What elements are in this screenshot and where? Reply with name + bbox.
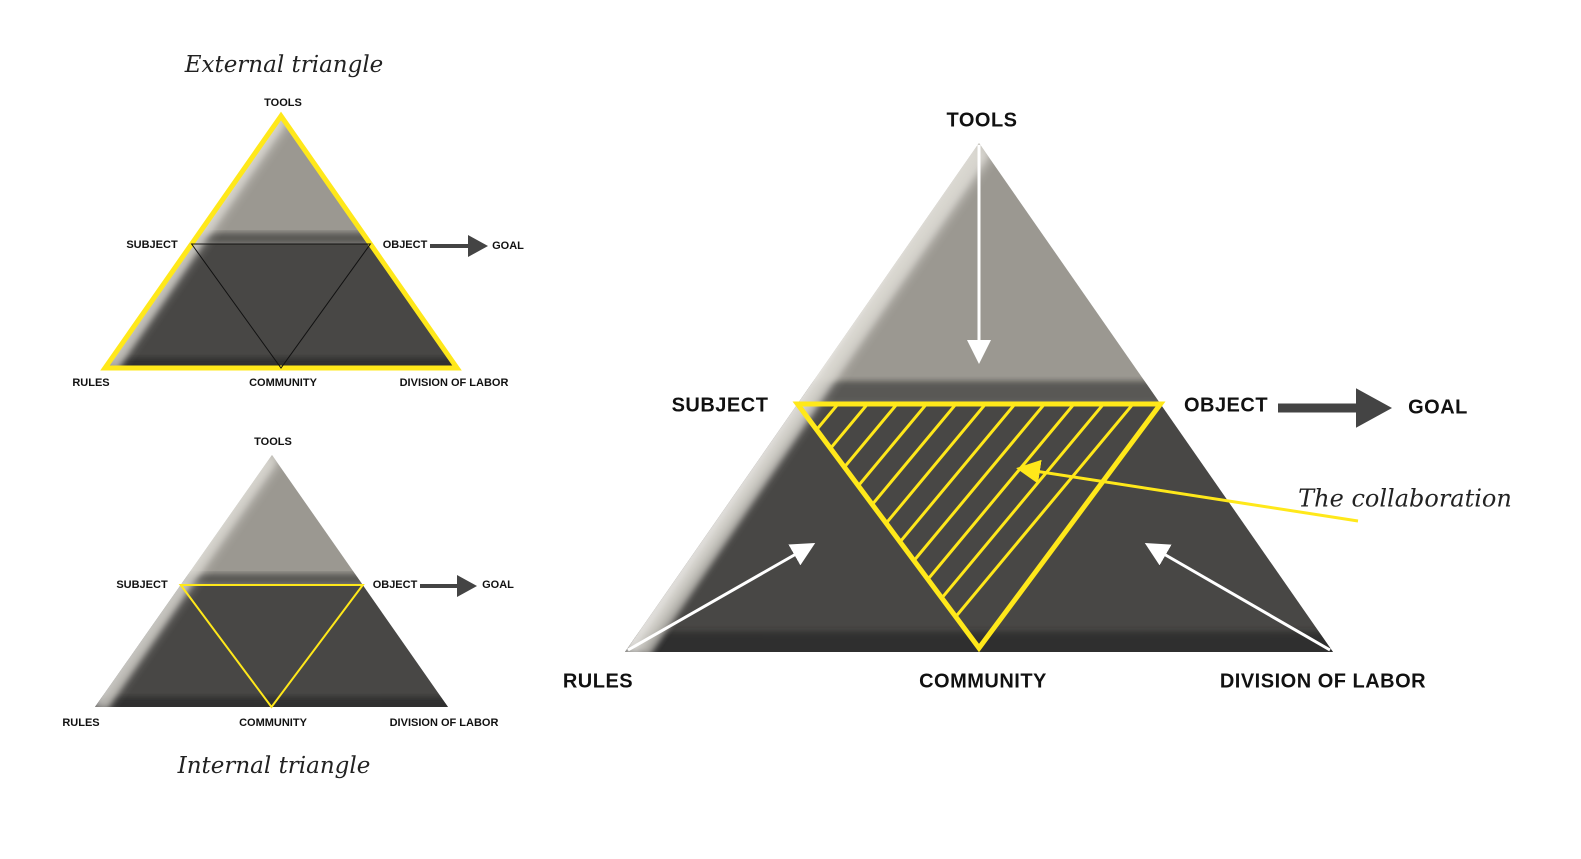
base-shade [625,631,1333,652]
label-division-of-labor: DIVISION OF LABOR [390,717,499,729]
goal-arrow-head [1356,388,1392,428]
label-goal: GOAL [492,240,524,252]
label-community: COMMUNITY [249,377,317,389]
inner-triangle-outline [178,584,365,709]
midline-shade [105,232,457,244]
label-tools: TOOLS [264,97,302,109]
label-subject: SUBJECT [116,579,168,591]
label-subject: SUBJECT [672,394,769,416]
inner-triangle-outline [190,243,372,369]
internal-triangle-title: Internal triangle [177,753,371,779]
midline-shade [95,573,448,585]
base-shade [105,357,457,368]
label-subject: SUBJECT [126,239,178,251]
external-triangle-title: External triangle [184,52,384,78]
label-rules: RULES [563,670,633,692]
goal-arrow-head [468,235,488,257]
label-community: COMMUNITY [919,670,1047,692]
collaboration-annotation: The collaboration [1298,485,1512,513]
rules-arrow [627,543,816,652]
label-division-of-labor: DIVISION OF LABOR [1220,670,1426,692]
hatch-line [871,404,1155,652]
hatch-line [797,404,919,652]
label-rules: RULES [62,717,99,729]
hatch-line [812,404,1096,652]
label-community: COMMUNITY [239,717,307,729]
label-object: OBJECT [383,239,428,251]
left-edge-highlight [636,143,991,652]
label-object: OBJECT [373,579,418,591]
label-tools: TOOLS [254,436,292,448]
hatch-line [842,404,1125,652]
upper-region-tools [105,116,457,244]
left-edge-highlight [100,455,278,707]
label-tools: TOOLS [946,109,1017,131]
collaboration-pointer-arrow [1016,459,1359,523]
left-edge-highlight [110,116,287,368]
label-goal: GOAL [1408,396,1468,418]
base-shade [95,696,448,707]
division-arrow [1144,542,1331,652]
hatch-line [797,404,1066,652]
label-object: OBJECT [1184,394,1268,416]
label-division-of-labor: DIVISION OF LABOR [400,377,509,389]
label-rules: RULES [72,377,109,389]
label-goal: GOAL [482,579,514,591]
upper-region-tools [95,455,448,585]
inner-triangle-outline [792,401,1166,653]
goal-arrow-head [457,575,477,597]
main-triangle-diagram [625,143,1392,653]
hatch-line [797,404,889,652]
